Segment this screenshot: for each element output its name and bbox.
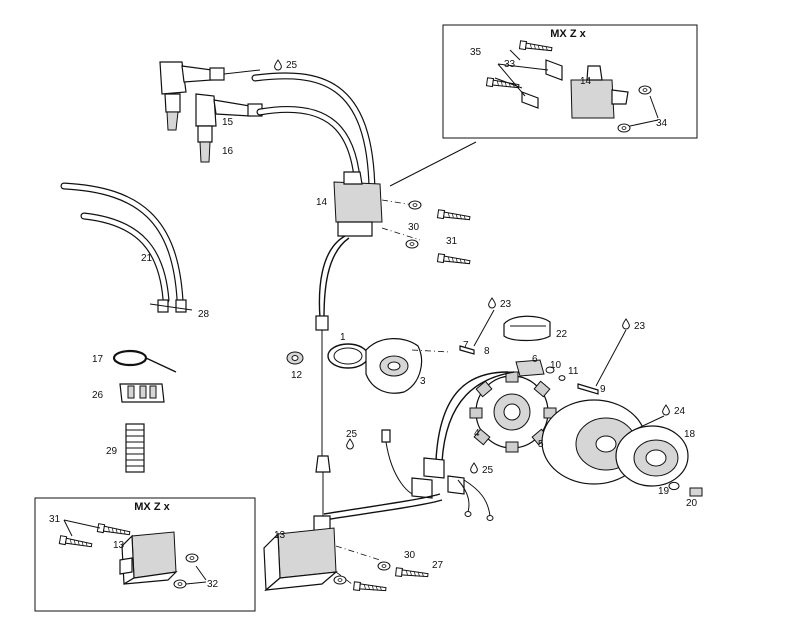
- label-20: 20: [686, 498, 698, 509]
- label-12: 12: [291, 370, 303, 381]
- label-7: 7: [463, 340, 469, 351]
- label-30-bottom: 30: [404, 550, 416, 561]
- label-16: 16: [222, 146, 234, 157]
- label-11: 11: [568, 366, 579, 377]
- label-30-top: 30: [408, 222, 420, 233]
- ht-leads: [251, 72, 376, 194]
- label-26: 26: [92, 390, 104, 401]
- label-1: 1: [340, 332, 346, 343]
- inset-mxzx-top: MX Z x 35 33 14 34: [442, 24, 698, 139]
- label-13: 13: [274, 530, 286, 541]
- label-9: 9: [600, 384, 606, 395]
- flywheel: 5 24 18 19 20: [538, 399, 703, 509]
- label-34: 34: [656, 118, 668, 129]
- label-22: 22: [556, 329, 568, 340]
- ignition-module: 13 30 27: [263, 515, 444, 594]
- drop-icon: [470, 462, 478, 474]
- label-33: 33: [504, 59, 516, 70]
- label-28: 28: [198, 309, 210, 320]
- label-5: 5: [538, 439, 544, 450]
- label-31-inset: 31: [49, 514, 61, 525]
- coil-harness: [315, 235, 350, 520]
- label-14-inset: 14: [580, 76, 592, 87]
- trigger-assembly: 22 6 10 11 23 9: [503, 315, 646, 395]
- ignition-coil: 14 30 31: [316, 171, 471, 267]
- label-10: 10: [550, 360, 562, 371]
- label-23-left: 23: [500, 299, 512, 310]
- label-3: 3: [420, 376, 426, 387]
- inset-title-bottom: MX Z x: [134, 501, 170, 513]
- stator-plate: 12 1 3 23 7 8: [286, 297, 512, 394]
- label-27: 27: [432, 560, 444, 571]
- label-21: 21: [141, 253, 153, 264]
- label-25-top: 25: [286, 60, 298, 71]
- inset-mxzx-bottom: MX Z x 31 13 32: [34, 497, 256, 612]
- label-8: 8: [484, 346, 490, 357]
- label-35: 35: [470, 47, 482, 58]
- drop-icon: [662, 404, 670, 416]
- label-19: 19: [658, 486, 670, 497]
- inset-title-top: MX Z x: [550, 28, 586, 40]
- label-29: 29: [106, 446, 118, 457]
- drop-icon: [622, 318, 630, 330]
- label-25-harness: 25: [482, 465, 494, 476]
- drop-icon: [346, 438, 354, 450]
- label-25-mid: 25: [346, 429, 358, 440]
- label-31-top: 31: [446, 236, 458, 247]
- small-parts: 17 26 29: [92, 349, 177, 473]
- label-23-right: 23: [634, 321, 646, 332]
- label-17: 17: [92, 354, 104, 365]
- label-14: 14: [316, 197, 328, 208]
- label-32: 32: [207, 579, 219, 590]
- label-18: 18: [684, 429, 696, 440]
- stator-harness: 25 25: [323, 371, 515, 521]
- label-15: 15: [222, 117, 234, 128]
- label-6: 6: [532, 354, 538, 365]
- label-4: 4: [474, 428, 480, 439]
- drop-icon: [274, 59, 282, 71]
- loose-wires: 21 28: [60, 182, 210, 320]
- label-13-inset: 13: [113, 540, 125, 551]
- drop-icon: [488, 297, 496, 309]
- label-24: 24: [674, 406, 686, 417]
